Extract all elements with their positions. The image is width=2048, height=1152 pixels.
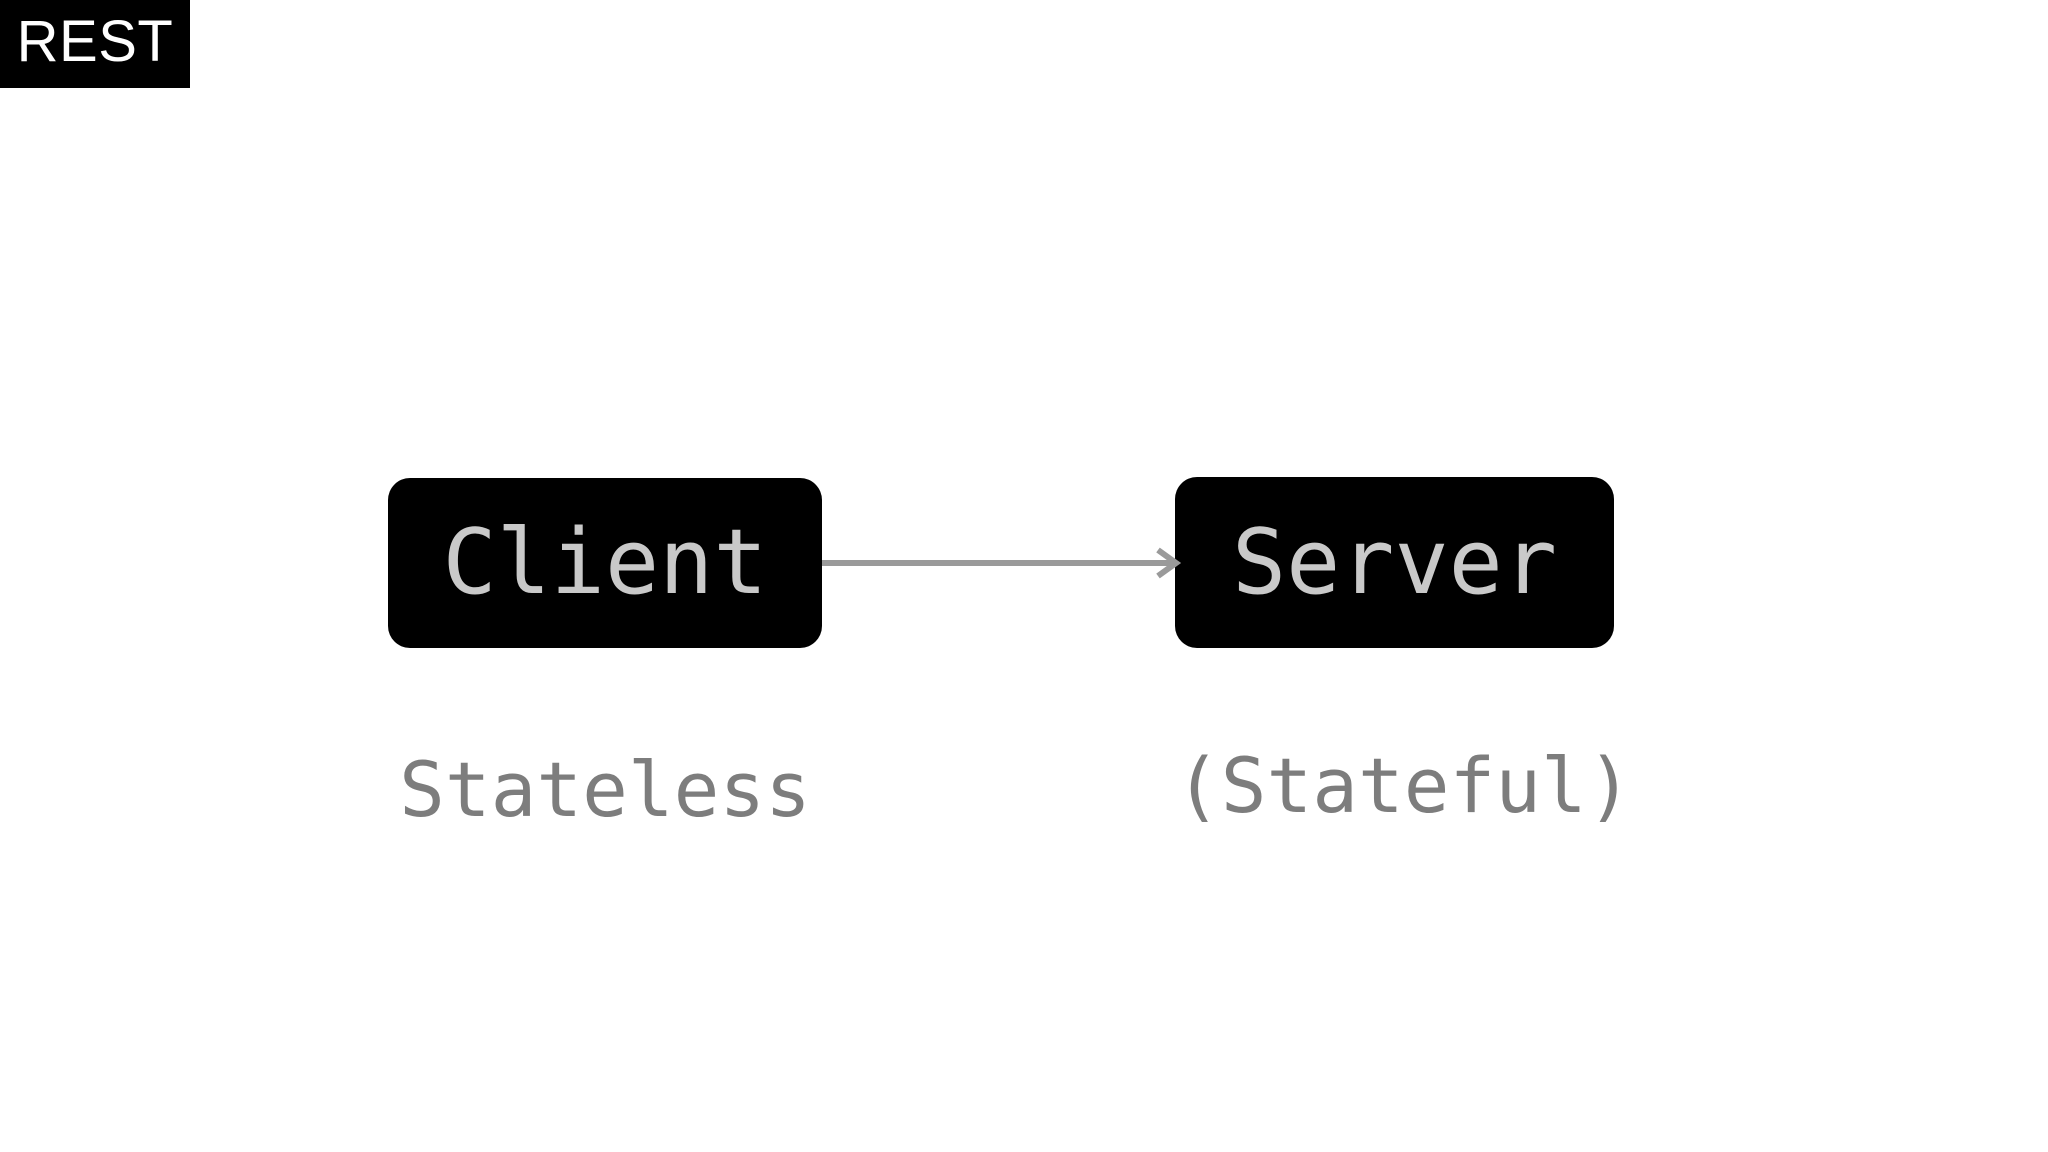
rest-badge: REST [0,0,190,88]
caption-client: Stateless [399,745,811,834]
node-client-label: Client [442,510,768,615]
caption-server: (Stateful) [1175,741,1633,830]
arrowhead-icon [1156,547,1182,579]
connector-client-to-server [822,547,1182,579]
node-server-label: Server [1231,509,1558,615]
rest-badge-label: REST [16,9,174,74]
node-server[interactable]: Server [1175,477,1614,648]
node-client[interactable]: Client [388,478,822,648]
